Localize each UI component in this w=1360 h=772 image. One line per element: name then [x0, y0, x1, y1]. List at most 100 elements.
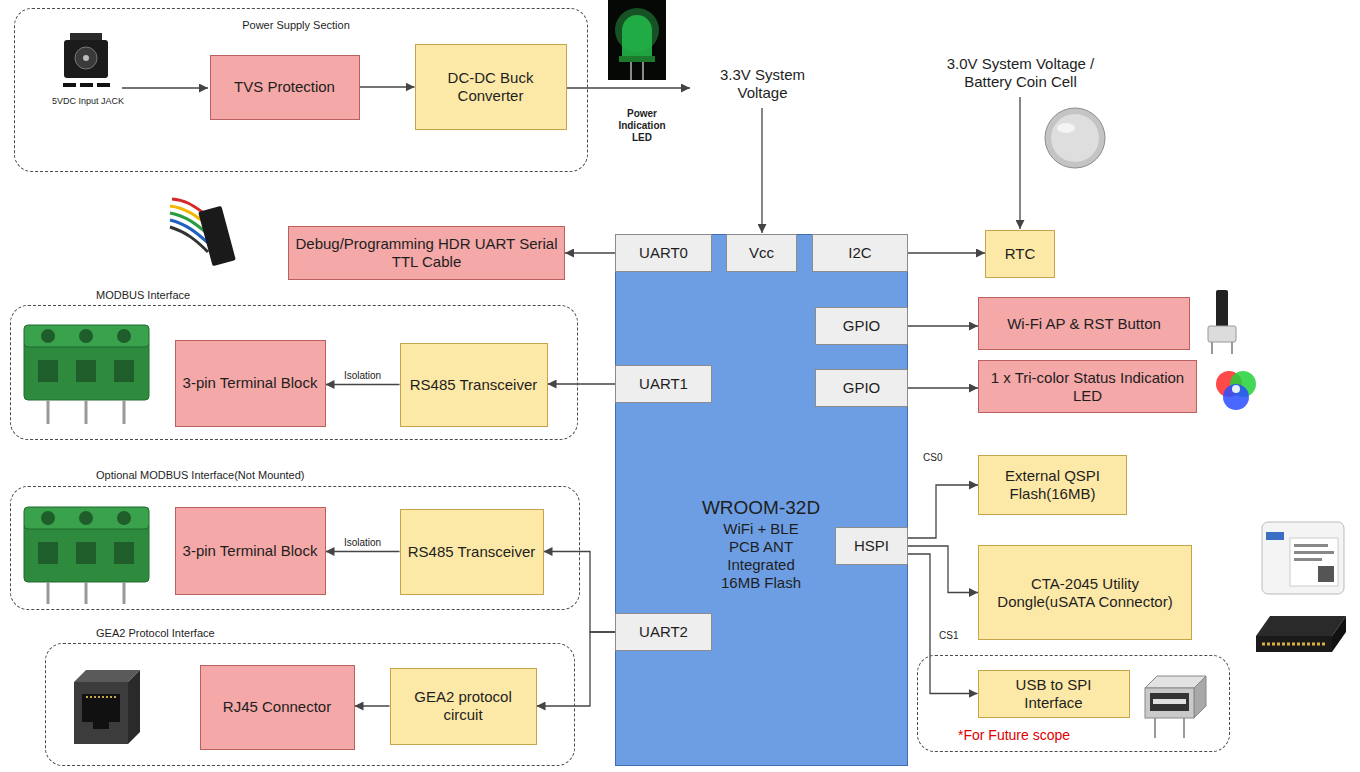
part-caption: 5VDC Input JACK: [38, 96, 138, 107]
text-block: Optional MODBUS Interface(Not Mounted): [96, 469, 426, 482]
port-box: HSPI: [835, 527, 908, 565]
signal-arrow: [360, 86, 415, 87]
box-label: Wi-Fi AP & RST Button: [1007, 315, 1161, 333]
block-opening: [76, 542, 96, 564]
terminal-block-icon: [24, 325, 149, 424]
text-block: Power Supply Section: [196, 19, 396, 32]
box-label: RS485 Transceiver: [408, 543, 536, 561]
group-outline: GEA2 Protocol InterfaceRJ45 ConnectorGEA…: [45, 643, 575, 766]
box-label: GEA2 protocol circuit: [397, 688, 530, 724]
block-pin: [123, 582, 126, 604]
circuit-box: USB to SPI Interface: [978, 670, 1130, 718]
push-button-icon: [1208, 290, 1236, 354]
led-lead: [630, 62, 632, 80]
sticker-print: [1294, 544, 1328, 547]
dongle-sticker: [1290, 538, 1338, 586]
box-label: RS485 Transceiver: [410, 376, 538, 394]
group-heading: Optional MODBUS Interface(Not Mounted): [96, 469, 426, 482]
box-label: 3-pin Terminal Block: [183, 374, 318, 392]
block-box: 3-pin Terminal Block: [175, 340, 326, 427]
text-block: Wi-Fi AP & RST Button: [1007, 315, 1161, 333]
box-label: UART2: [639, 623, 688, 641]
block-box: 3-pin Terminal Block: [175, 507, 326, 595]
text-block: Debug/Programming HDR UART Serial TTL Ca…: [295, 235, 558, 271]
text-block: *For Future scope: [958, 727, 1168, 744]
block-box: TVS Protection: [210, 55, 360, 120]
chip-select-label: CS0: [921, 452, 944, 464]
block-body: [24, 522, 149, 582]
box-label: 3-pin Terminal Block: [183, 542, 318, 560]
battery-wire: [1019, 97, 1020, 229]
block-top: [24, 507, 149, 529]
text-block: UART2: [639, 623, 688, 641]
box-label: 1 x Tri-color Status Indication LED: [985, 369, 1190, 405]
box-label: GPIO: [843, 317, 881, 335]
block-box: Debug/Programming HDR UART Serial TTL Ca…: [288, 226, 565, 280]
port-box: GPIO: [815, 369, 908, 407]
block-top: [24, 325, 149, 347]
group-outline: Power Supply SectionTVS Protection DC-DC …: [14, 8, 588, 172]
text-block: HSPI: [854, 537, 889, 555]
signal-arrow: [908, 546, 978, 593]
text-block: DC-DC Buck Converter: [422, 69, 560, 105]
rj45-opening: [82, 694, 120, 722]
port-box: I2C: [812, 234, 908, 272]
signal-arrow: [908, 485, 978, 538]
block-screw: [117, 329, 131, 343]
text-block: UART0: [639, 244, 688, 262]
text-block: RS485 Transceiver: [408, 543, 536, 561]
usb-pin: [1183, 718, 1185, 738]
port-box: UART2: [615, 613, 712, 651]
group-outline: *For Future scope USB to SPI Interface: [917, 655, 1230, 752]
text-block: WROOM-32DWiFi + BLE PCB ANT Integrated 1…: [666, 497, 856, 592]
signal-arrow: [326, 384, 400, 385]
box-label: TVS Protection: [234, 78, 335, 96]
led-rim: [619, 56, 655, 62]
text-block: RJ45 Connector: [223, 698, 331, 716]
box-label: RTC: [1005, 245, 1036, 263]
text-block: RTC: [1005, 245, 1036, 263]
jack-socket: [75, 47, 97, 69]
coin-rim: [1045, 108, 1105, 168]
jack-pin: [83, 55, 89, 61]
supply-wire: [761, 108, 762, 233]
power-wire: [122, 87, 208, 88]
box-label: I2C: [848, 244, 871, 262]
box-label: RJ45 Connector: [223, 698, 331, 716]
box-label: DC-DC Buck Converter: [422, 69, 560, 105]
usb-connector-icon: [1145, 676, 1206, 738]
block-screw: [117, 511, 131, 525]
block-screw: [41, 329, 55, 343]
usb-tongue: [1153, 699, 1186, 704]
usb-front: [1145, 688, 1194, 718]
port-box: GPIO: [815, 307, 908, 345]
block-opening: [76, 360, 96, 382]
text-block: GEA2 Protocol Interface: [96, 627, 336, 640]
rj45-notch: [93, 720, 109, 729]
button-stem: [1216, 290, 1228, 328]
terminal-block-icon: [24, 507, 149, 604]
signal-arrow: [548, 383, 616, 384]
rgb-blue: [1223, 384, 1249, 410]
jack-lead: [63, 83, 76, 87]
block-pin: [85, 400, 88, 424]
isolation-label: Isolation: [342, 370, 383, 382]
isolation-label: Isolation: [342, 537, 383, 549]
sata-front: [1256, 636, 1332, 652]
text-block: TVS Protection: [234, 78, 335, 96]
dongle-body: [1262, 522, 1344, 594]
box-label: UART0: [639, 244, 688, 262]
supply-note: 3.3V System Voltage: [700, 66, 825, 102]
group-outline: Optional MODBUS Interface(Not Mounted)3-…: [10, 486, 580, 610]
sata-contacts: [1262, 643, 1326, 646]
chip-select-label: CS1: [937, 630, 960, 642]
sata-side: [1332, 616, 1346, 652]
signal-arrow: [908, 252, 985, 253]
box-label: CTA-2045 Utility Dongle(uSATA Connector): [985, 575, 1185, 611]
block-opening: [38, 542, 58, 564]
circuit-box: RTC: [985, 230, 1055, 278]
signal-arrow: [326, 551, 400, 552]
jack-body: [64, 40, 108, 78]
port-box: UART1: [615, 365, 712, 403]
